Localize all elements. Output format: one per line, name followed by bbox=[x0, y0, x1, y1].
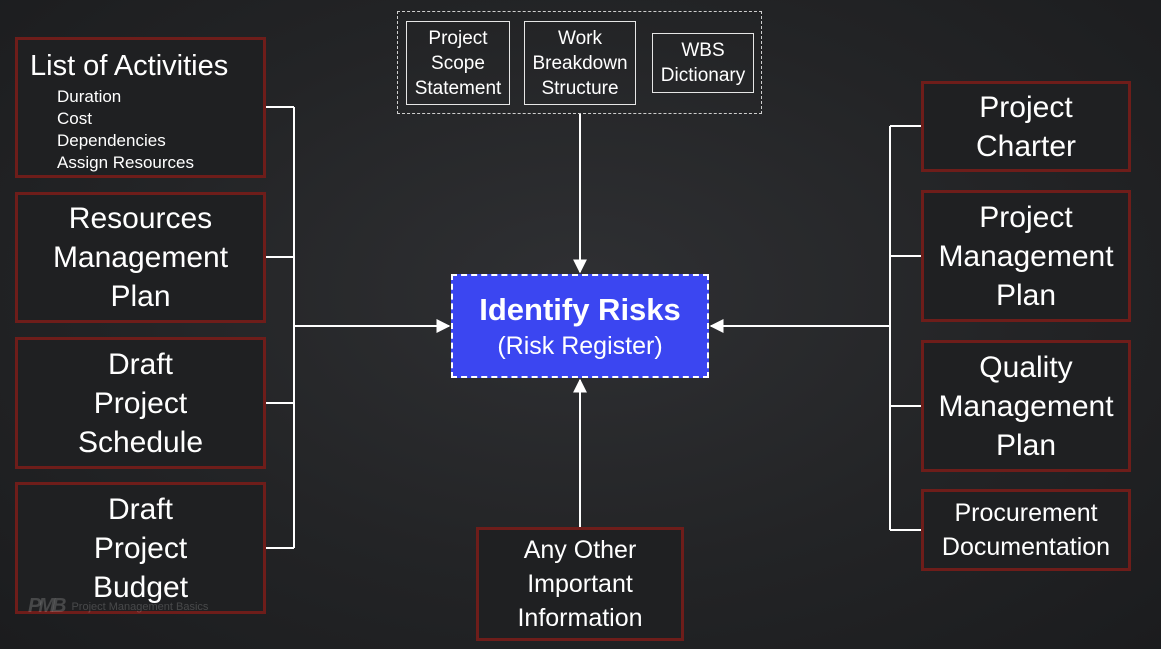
project-management-plan-box: Project Management Plan bbox=[921, 190, 1131, 322]
scope-baseline-group: Project Scope Statement Work Breakdown S… bbox=[397, 11, 762, 114]
quality-management-plan-box: Quality Management Plan bbox=[921, 340, 1131, 472]
any-other-important-information-label: Any Other Important Information bbox=[517, 536, 643, 632]
identify-risks-box: Identify Risks (Risk Register) bbox=[451, 274, 709, 378]
any-other-important-information-box: Any Other Important Information bbox=[476, 527, 684, 641]
procurement-documentation-box: Procurement Documentation bbox=[921, 489, 1131, 571]
wbs-dictionary-box: WBS Dictionary bbox=[652, 33, 754, 93]
activity-item-dependencies: Dependencies bbox=[57, 131, 166, 150]
draft-project-budget-box: Draft Project Budget bbox=[15, 482, 266, 614]
project-charter-box: Project Charter bbox=[921, 81, 1131, 172]
procurement-documentation-label: Procurement Documentation bbox=[941, 499, 1111, 561]
draft-project-schedule-box: Draft Project Schedule bbox=[15, 337, 266, 469]
draft-project-schedule-label: Draft Project Schedule bbox=[77, 347, 204, 459]
list-of-activities-title: List of Activities bbox=[30, 50, 229, 82]
list-of-activities-box: List of Activities Duration Cost Depende… bbox=[15, 37, 266, 178]
watermark-logo: PMB bbox=[28, 595, 66, 617]
work-breakdown-structure-box: Work Breakdown Structure bbox=[524, 21, 636, 105]
activity-item-cost: Cost bbox=[57, 109, 92, 128]
draft-project-budget-label: Draft Project Budget bbox=[92, 492, 189, 604]
resources-management-plan-label: Resources Management Plan bbox=[52, 202, 229, 313]
project-scope-statement-box: Project Scope Statement bbox=[406, 21, 510, 105]
project-charter-label: Project Charter bbox=[975, 90, 1077, 163]
watermark: PMB Project Management Basics bbox=[28, 595, 208, 618]
activity-item-duration: Duration bbox=[57, 87, 122, 106]
identify-risks-title: Identify Risks bbox=[479, 292, 681, 327]
resources-management-plan-box: Resources Management Plan bbox=[15, 192, 266, 323]
project-management-plan-label: Project Management Plan bbox=[938, 200, 1114, 312]
watermark-text: Project Management Basics bbox=[71, 600, 209, 613]
quality-management-plan-label: Quality Management Plan bbox=[938, 350, 1114, 462]
activity-item-assign-resources: Assign Resources bbox=[57, 153, 195, 172]
risk-register-subtitle: (Risk Register) bbox=[497, 332, 663, 360]
